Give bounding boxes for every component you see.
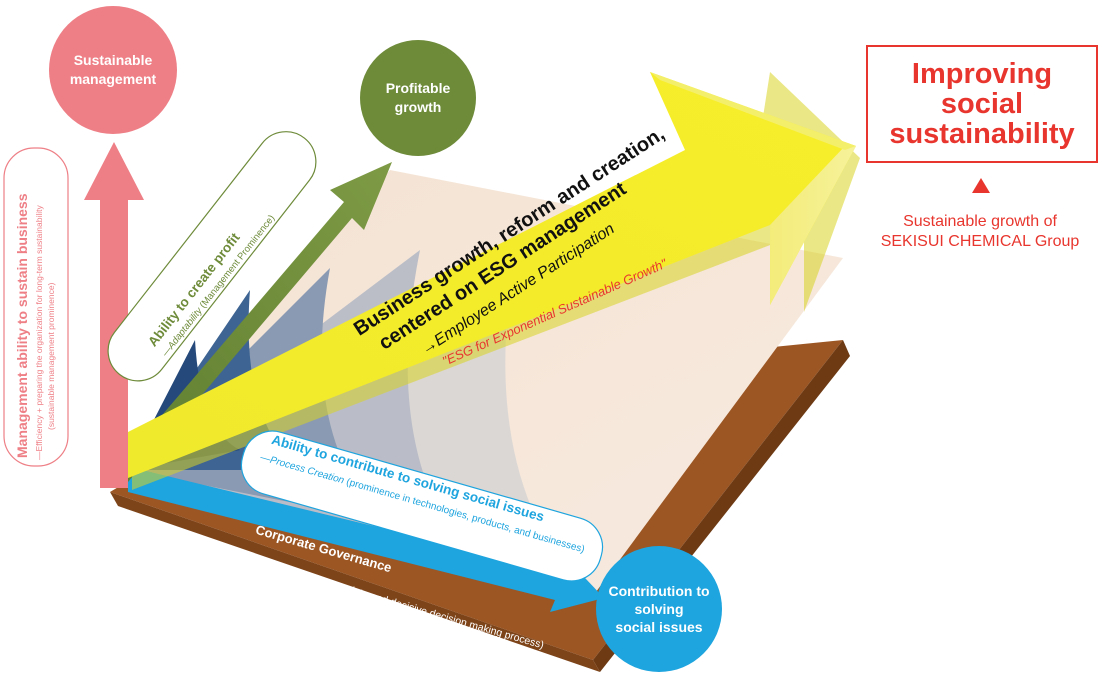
- profit-pill: [107, 131, 317, 382]
- goal-subtitle: Sustainable growth of SEKISUI CHEMICAL G…: [880, 213, 1080, 250]
- left-axis-line1: —Efficiency + preparing the organization…: [34, 205, 44, 460]
- left-axis-title: Management ability to sustain business: [14, 193, 30, 458]
- up-triangle-icon: [972, 178, 990, 193]
- profitable-growth-circle: Profitable growth: [360, 40, 476, 156]
- social-pill: [240, 430, 604, 582]
- contribution-circle: Contribution to solving social issues: [596, 546, 722, 672]
- left-axis-pill: [3, 147, 69, 467]
- esg-main-arrow: [128, 72, 860, 490]
- left-axis-line2: (sustainable management prominence): [46, 282, 56, 430]
- social-arrow: [128, 468, 604, 612]
- goal-box: Improving social sustainability: [866, 45, 1098, 163]
- sustainable-management-circle: Sustainable management: [49, 6, 177, 134]
